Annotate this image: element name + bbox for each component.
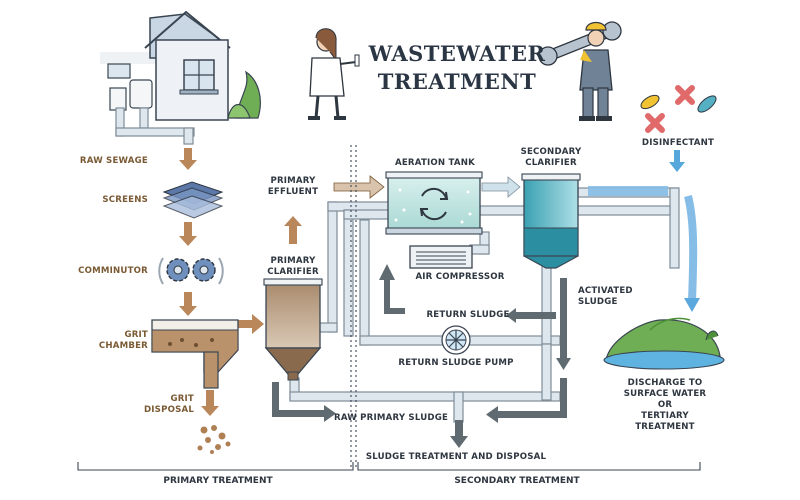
label-grit-disposal: GRIT DISPOSAL [100, 394, 194, 416]
label-primary-effluent-line-1: PRIMARY [270, 176, 316, 186]
label-air-compressor: AIR COMPRESSOR [415, 272, 505, 282]
comminutor-illustration [158, 257, 224, 285]
section-secondary-treatment: SECONDARY TREATMENT [454, 476, 580, 486]
label-discharge-line-5: TREATMENT [635, 422, 695, 432]
label-primary-clarifier-line-2: CLARIFIER [267, 267, 319, 277]
label-raw-sewage: RAW SEWAGE [79, 156, 148, 166]
label-activated-sludge-line-1: ACTIVATED [578, 286, 633, 296]
label-discharge: DISCHARGE TO SURFACE WATER OR TERTIARY T… [612, 378, 718, 433]
grit-chamber [151, 319, 239, 389]
flow-arrows [333, 150, 700, 312]
label-discharge-line-3: OR [657, 400, 673, 410]
diagram-title: WASTEWATER TREATMENT [362, 40, 552, 96]
label-grit-disposal-line-2: DISPOSAL [143, 405, 194, 415]
label-primary-clarifier: PRIMARY CLARIFIER [256, 256, 330, 278]
label-discharge-line-1: DISCHARGE TO [627, 378, 703, 388]
label-primary-clarifier-line-1: PRIMARY [270, 256, 316, 266]
label-raw-primary-sludge: RAW PRIMARY SLUDGE [334, 413, 449, 423]
label-discharge-line-2: SURFACE WATER [623, 389, 707, 399]
secondary-clarifier [521, 173, 581, 269]
label-return-sludge: RETURN SLUDGE [426, 310, 510, 320]
discharge-pond [603, 317, 725, 370]
label-discharge-line-4: TERTIARY [641, 411, 689, 421]
scientist-illustration [308, 28, 360, 120]
label-screens: SCREENS [102, 195, 148, 205]
label-return-sludge-pump: RETURN SLUDGE PUMP [398, 358, 514, 368]
label-secondary-clarifier-line-1: SECONDARY [520, 147, 582, 157]
house-pipes [115, 107, 195, 145]
title-line-2: TREATMENT [377, 69, 537, 94]
label-disinfectant: DISINFECTANT [641, 138, 715, 148]
aeration-tank [385, 171, 483, 235]
label-grit-chamber: GRIT CHAMBER [60, 330, 148, 352]
primary-clarifier [263, 278, 323, 381]
section-dividers [77, 145, 701, 471]
label-comminutor: COMMINUTOR [78, 266, 148, 276]
label-secondary-clarifier-line-2: CLARIFIER [525, 158, 577, 168]
primary-flow-arrows [179, 148, 302, 416]
label-primary-effluent-line-2: EFFLUENT [267, 187, 319, 197]
label-activated-sludge: ACTIVATED SLUDGE [578, 286, 658, 308]
worker-illustration [538, 21, 622, 121]
sludge-arrows [272, 264, 571, 448]
germs-illustration [640, 85, 717, 133]
section-primary-treatment: PRIMARY TREATMENT [163, 476, 273, 486]
label-aeration-tank: AERATION TANK [395, 158, 475, 168]
label-grit-chamber-line-2: CHAMBER [98, 341, 148, 351]
label-secondary-clarifier: SECONDARY CLARIFIER [508, 147, 594, 169]
label-primary-effluent: PRIMARY EFFLUENT [258, 176, 328, 198]
air-compressor [409, 245, 473, 269]
label-grit-disposal-line-1: GRIT [170, 394, 194, 404]
label-sludge-treatment: SLUDGE TREATMENT AND DISPOSAL [365, 452, 547, 462]
screens-illustration [162, 181, 224, 219]
label-activated-sludge-line-2: SLUDGE [578, 297, 618, 307]
return-sludge-pump [441, 325, 471, 355]
title-line-1: WASTEWATER [368, 41, 546, 66]
label-grit-chamber-line-1: GRIT [124, 330, 148, 340]
house-illustration [100, 10, 261, 121]
grit-pile [197, 425, 231, 454]
